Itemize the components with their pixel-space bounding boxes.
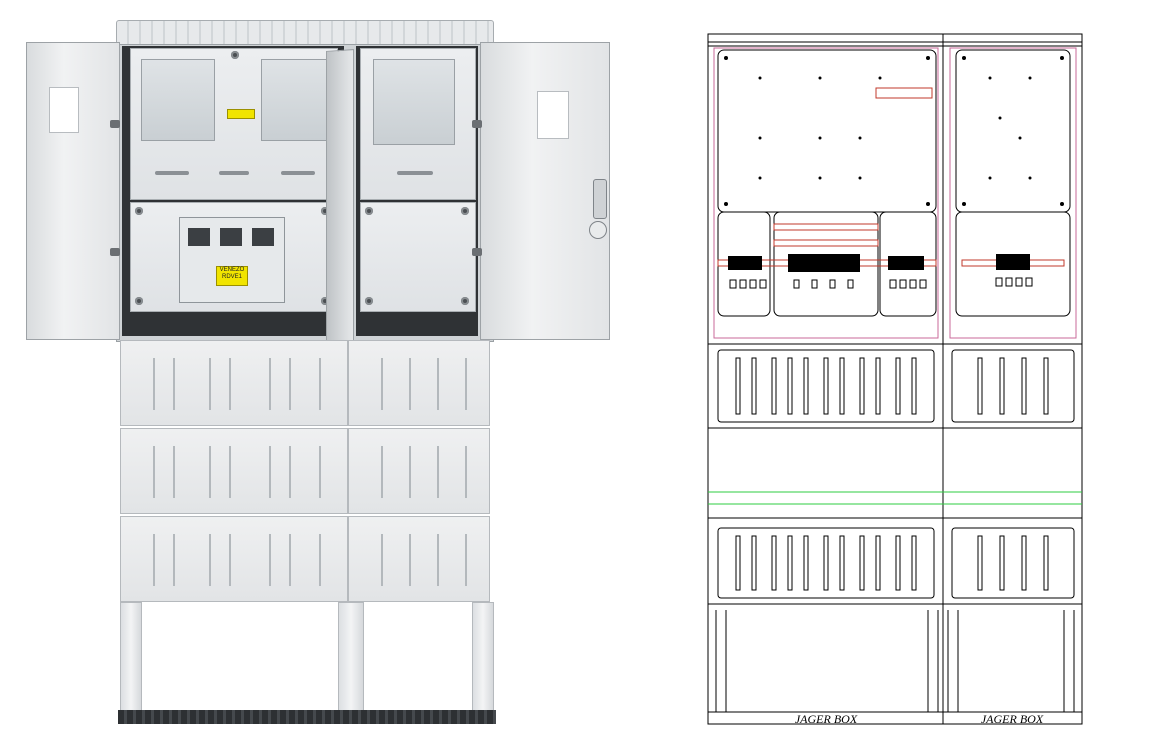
leg xyxy=(472,602,494,716)
vent-slot xyxy=(281,171,315,175)
screw xyxy=(321,297,329,305)
breaker xyxy=(188,228,210,246)
brand-label-right: JAGER BOX xyxy=(981,712,1044,726)
lower-box-right-1 xyxy=(348,340,490,426)
leg xyxy=(338,602,364,716)
screw xyxy=(365,207,373,215)
screw xyxy=(461,297,469,305)
vent-slot xyxy=(397,171,433,175)
base-plate xyxy=(118,710,496,724)
leg xyxy=(120,602,142,716)
right-door[interactable] xyxy=(480,42,610,340)
box-ribs xyxy=(153,358,467,586)
hinge xyxy=(110,248,120,256)
warning-label-text: VENEZO RDVE1 xyxy=(219,267,245,280)
meter-window-2 xyxy=(261,59,329,141)
door-lock[interactable] xyxy=(593,179,607,219)
vent-slot xyxy=(155,171,189,175)
hinge xyxy=(110,120,120,128)
screw xyxy=(321,207,329,215)
vent-slot xyxy=(219,171,249,175)
left-meter-panel xyxy=(130,48,338,200)
meter-window-1 xyxy=(141,59,215,141)
door-window xyxy=(49,87,79,133)
hinge xyxy=(472,248,482,256)
technical-drawing: JAGER BOX JAGER BOX xyxy=(707,33,1083,726)
screw xyxy=(135,207,143,215)
left-door[interactable] xyxy=(26,42,120,340)
lock-knob[interactable] xyxy=(589,221,607,239)
left-breaker-panel: VENEZO RDVE1 xyxy=(130,202,338,312)
door-window xyxy=(537,91,569,139)
breaker-box: VENEZO RDVE1 xyxy=(179,217,285,303)
breaker xyxy=(220,228,242,246)
lower-box-left-1 xyxy=(120,340,348,426)
small-sticker xyxy=(227,109,255,119)
middle-door[interactable] xyxy=(326,49,354,357)
screw xyxy=(135,297,143,305)
screw xyxy=(231,51,239,59)
right-lower-panel xyxy=(360,202,476,312)
lower-box-left-3 xyxy=(120,516,348,602)
hinge xyxy=(472,120,482,128)
right-meter-panel xyxy=(360,48,476,200)
screw xyxy=(365,297,373,305)
cabinet-render: VENEZO RDVE1 xyxy=(20,18,620,738)
screw xyxy=(461,207,469,215)
lower-box-left-2 xyxy=(120,428,348,514)
meter-window-3 xyxy=(373,59,455,145)
warning-label: VENEZO RDVE1 xyxy=(216,266,248,286)
brand-label-left: JAGER BOX xyxy=(795,712,858,726)
breaker xyxy=(252,228,274,246)
